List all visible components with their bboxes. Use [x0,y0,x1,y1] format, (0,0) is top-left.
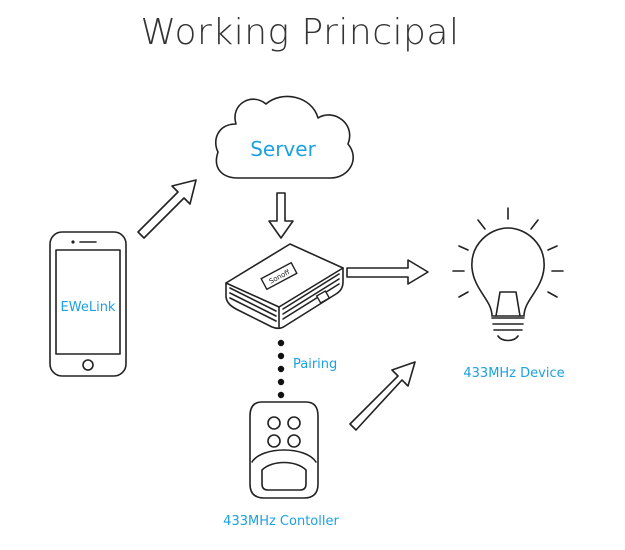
arrow-up-right-icon [137,179,197,239]
lightbulb-icon [452,207,564,342]
pairing-label: Pairing [293,357,337,372]
arrow-down-icon [268,192,294,239]
device-label: 433MHz Device [463,366,564,381]
page-title: Working Principal [140,12,460,53]
controller-label: 433MHz Contoller [223,514,339,529]
pairing-dots [277,339,285,399]
arrow-right-icon [346,259,429,285]
server-label: Server [250,137,316,161]
smartphone-icon [49,231,127,377]
app-label: EWeLink [61,300,116,315]
server-cloud-icon [214,95,354,179]
arrow-up-right-icon-2 [349,361,416,431]
hub-device-icon [225,243,344,330]
remote-controller-icon [249,401,319,499]
